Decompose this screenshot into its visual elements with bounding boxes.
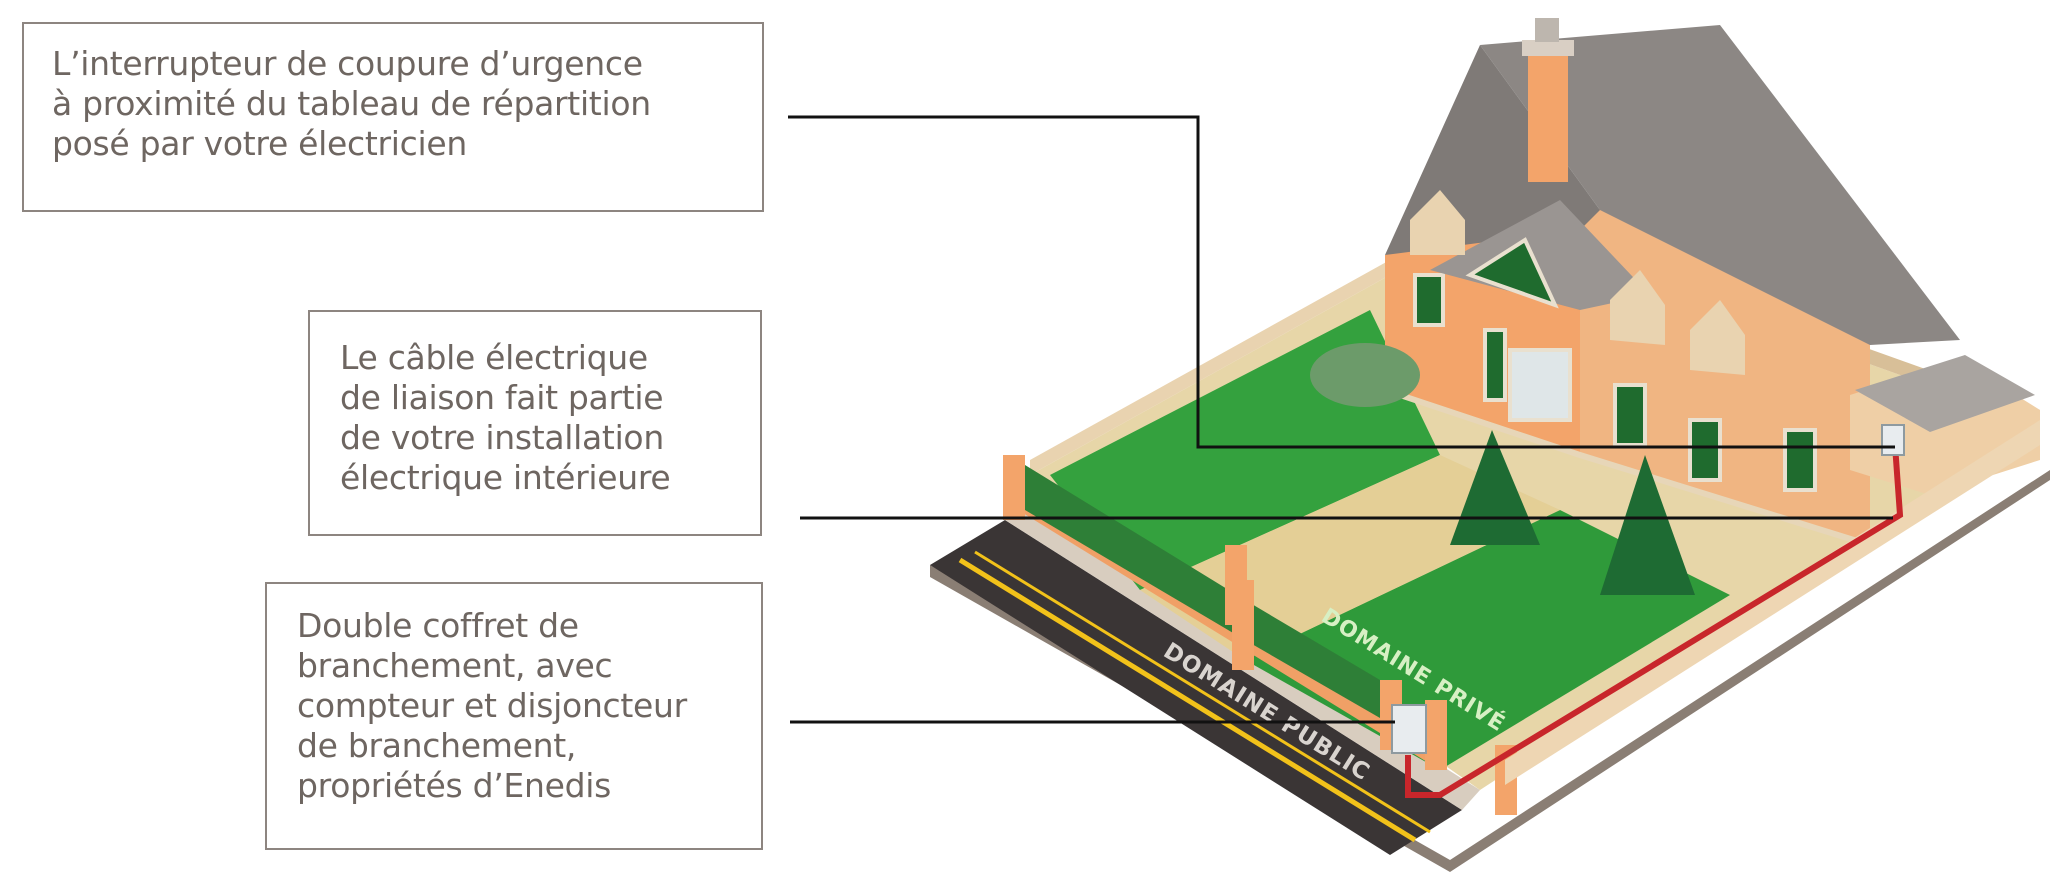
- gable-window: [1465, 237, 1559, 309]
- callout-line: compteur et disjoncteur: [297, 686, 687, 725]
- dormer: [1690, 300, 1745, 375]
- connection-cable: [1405, 444, 1904, 798]
- callout-line: Double coffret de: [297, 606, 579, 645]
- fence: [1025, 465, 1245, 640]
- callout-line: de liaison fait partie: [340, 378, 664, 417]
- conifer-tree: [1600, 455, 1695, 595]
- fence: [1245, 600, 1380, 718]
- dormer: [1410, 190, 1465, 255]
- window: [1688, 418, 1722, 482]
- yard-back-wall-left: [1030, 210, 1480, 475]
- pillar: [1003, 455, 1025, 520]
- callout-line: électrique intérieure: [340, 458, 671, 497]
- callout-emergency-switch: L’interrupteur de coupure d’urgence à pr…: [22, 22, 764, 212]
- wall-trim: [1384, 387, 1871, 548]
- meter-box: [1391, 704, 1427, 754]
- pillar: [1232, 580, 1254, 670]
- window: [1483, 328, 1507, 402]
- chimney: [1528, 52, 1568, 182]
- callout-line: branchement, avec: [297, 646, 613, 685]
- leader-line-1: [788, 115, 1895, 449]
- conifer-tree: [1450, 430, 1540, 545]
- side-wall: [1505, 420, 2040, 785]
- callout-line: Le câble électrique: [340, 338, 648, 377]
- chimney-pot: [1535, 18, 1559, 42]
- callout-line: propriétés d’Enedis: [297, 766, 612, 805]
- window: [1783, 428, 1817, 492]
- callout-line: posé par votre électricien: [52, 124, 467, 163]
- pillar: [1425, 700, 1447, 770]
- panel-switch: [1881, 424, 1905, 456]
- callout-line: L’interrupteur de coupure d’urgence: [52, 44, 643, 83]
- callout-line: de votre installation: [340, 418, 664, 457]
- callout-line: à proximité du tableau de répartition: [52, 84, 651, 123]
- door-window: [1508, 348, 1572, 422]
- callout-meter-box: Double coffret de branchement, avec comp…: [265, 582, 763, 850]
- callout-connection-cable: Le câble électrique de liaison fait part…: [308, 310, 762, 536]
- bush: [1310, 343, 1420, 407]
- chimney-cap: [1522, 40, 1574, 56]
- garage-roof: [1855, 355, 2035, 432]
- road-line-2: [974, 550, 1431, 834]
- window: [1613, 383, 1647, 447]
- callout-line: de branchement,: [297, 726, 577, 765]
- roof-gable: [1430, 200, 1650, 310]
- road-line: [958, 557, 1417, 843]
- roof-main: [1480, 25, 1960, 345]
- window: [1413, 273, 1445, 327]
- dormer: [1610, 270, 1665, 345]
